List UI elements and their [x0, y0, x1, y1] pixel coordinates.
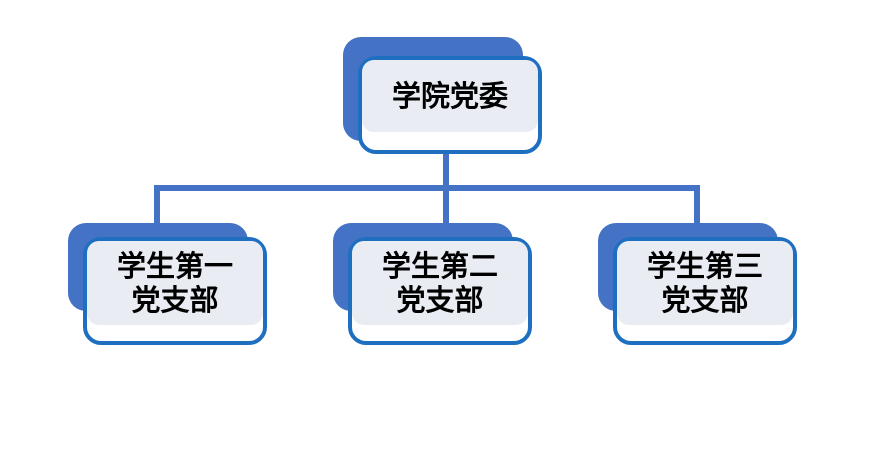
node-branch-2-panel: 学生第二 党支部: [352, 241, 528, 325]
node-branch-3-panel: 学生第三 党支部: [617, 241, 793, 325]
node-branch-2-label: 学生第二 党支部: [381, 248, 498, 317]
connector-drop-branch-3: [694, 185, 700, 225]
node-branch-1-panel: 学生第一 党支部: [87, 241, 263, 325]
node-branch-3-label: 学生第三 党支部: [646, 248, 763, 317]
connector-drop-branch-2: [443, 185, 449, 225]
connector-horizontal-bus: [154, 185, 700, 191]
node-root-panel: 学院党委: [362, 60, 538, 132]
node-root-label: 学院党委: [391, 78, 508, 113]
connector-root-stem: [443, 150, 449, 191]
node-branch-1-label: 学生第一 党支部: [116, 248, 233, 317]
connector-drop-branch-1: [154, 185, 160, 225]
